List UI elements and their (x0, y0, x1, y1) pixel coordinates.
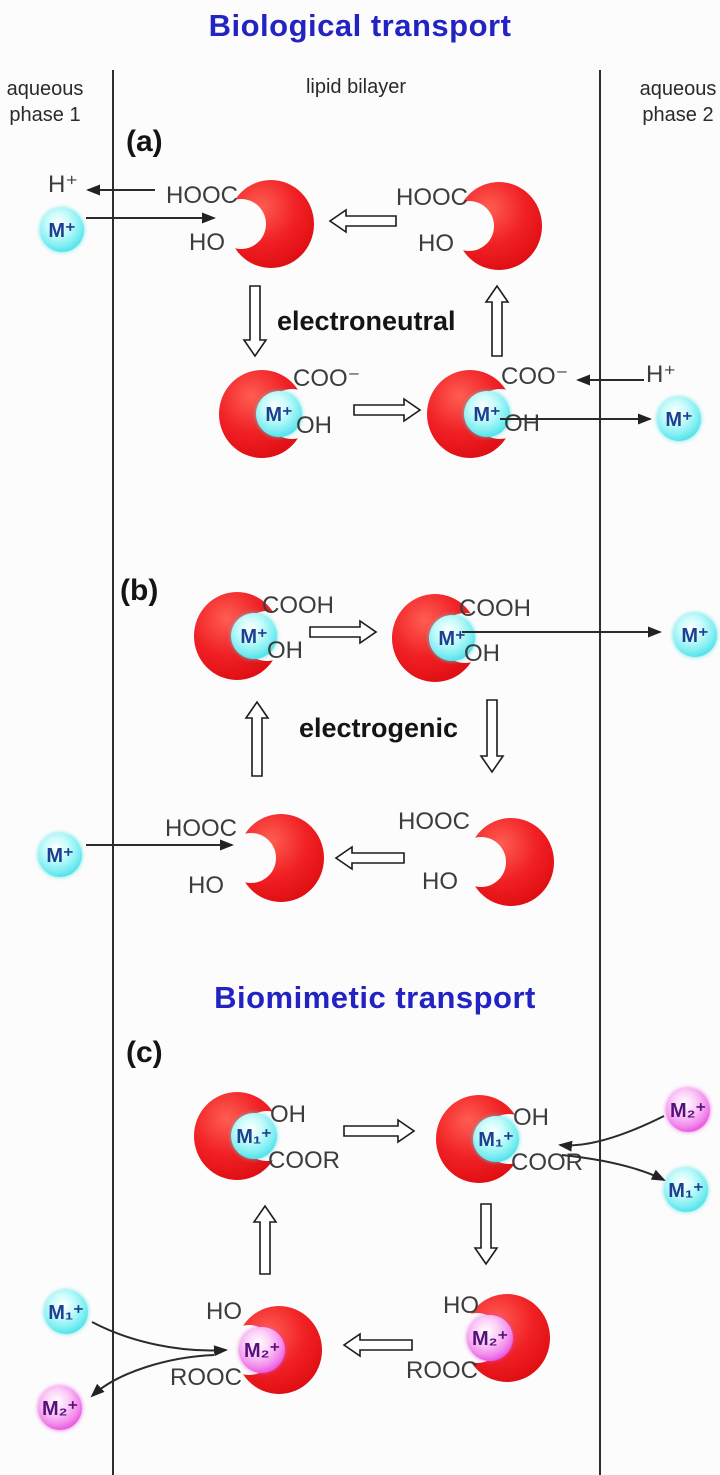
ion-m-in-complex-a-right: M⁺ (464, 391, 510, 437)
ion-m-in-complex-b-right: M⁺ (429, 615, 475, 661)
chem-group-ho-c1: HO (206, 1298, 242, 1325)
complex-c-bottom-left: M₂⁺ (224, 1306, 322, 1394)
membrane-line-right (599, 70, 601, 1475)
chem-group-coor-c1: COOR (268, 1147, 340, 1174)
biological-transport-title: Biological transport (208, 8, 512, 43)
chem-group-ho-c2: HO (443, 1292, 479, 1319)
chem-group-oh-b1: OH (267, 637, 303, 664)
ion-m1-in-complex-c-top-left: M₁⁺ (231, 1113, 277, 1159)
chem-group-cooh-b2: COOH (459, 595, 531, 622)
chem-group-cooh-b1: COOH (262, 592, 334, 619)
chem-group-oh-c1: OH (270, 1101, 306, 1128)
chem-group-ho-b2: HO (422, 868, 458, 895)
curved-arrow-m2-in-c (558, 1115, 665, 1152)
ion-m2-in-c: M₂⁺ (666, 1088, 710, 1132)
carrier-empty-b-right (456, 818, 554, 906)
block-arrow-right-c-top (343, 1118, 416, 1144)
chem-group-oh-c2: OH (513, 1104, 549, 1131)
chem-group-ho-a2: HO (418, 230, 454, 257)
chem-group-oh-a1: OH (296, 412, 332, 439)
aqueous-phase-1-line1: aqueous (6, 78, 84, 100)
chem-group-rooc-c1: ROOC (170, 1364, 242, 1391)
proton-in-label-a: H⁺ (646, 361, 676, 388)
ion-m-in-a: M⁺ (40, 208, 84, 252)
ion-m-out-b: M⁺ (673, 613, 717, 657)
aqueous-phase-2-line2: phase 2 (642, 104, 714, 126)
electrogenic-label: electrogenic (299, 713, 459, 743)
chem-group-coor-c2: COOR (511, 1149, 583, 1176)
chem-group-oh-b2: OH (464, 640, 500, 667)
block-arrow-down-b (479, 699, 505, 774)
block-arrow-down-a (242, 285, 268, 358)
ion-m2-in-complex-c-bottom-left: M₂⁺ (239, 1327, 285, 1373)
block-arrow-up-a (484, 284, 510, 357)
aqueous-phase-1-label: aqueous phase 1 (0, 76, 96, 128)
complex-b-right: M⁺ (392, 594, 490, 682)
electroneutral-label: electroneutral (277, 306, 456, 336)
carrier-empty-b-left (226, 814, 324, 902)
block-arrow-up-b (244, 700, 270, 777)
chem-group-hooc-a1: HOOC (166, 182, 238, 209)
proton-out-label-a: H⁺ (48, 171, 78, 198)
block-arrow-up-c (252, 1204, 278, 1275)
chem-group-rooc-c2: ROOC (406, 1357, 478, 1384)
complex-a-left: M⁺ (219, 370, 317, 458)
section-a-label: (a) (126, 125, 163, 158)
chem-group-coo-a2: COO⁻ (501, 363, 569, 390)
chem-group-coo-a1: COO⁻ (293, 365, 361, 392)
ion-m-out-a: M⁺ (657, 397, 701, 441)
block-arrow-left-c-bottom (342, 1332, 413, 1358)
complex-c-top-left: M₁⁺ (194, 1092, 292, 1180)
chem-group-oh-a2: OH (504, 410, 540, 437)
chem-group-hooc-b1: HOOC (165, 815, 237, 842)
aqueous-phase-2-line1: aqueous (639, 78, 717, 100)
chem-group-hooc-b2: HOOC (398, 808, 470, 835)
ion-m1-in-c: M₁⁺ (44, 1290, 88, 1334)
block-arrow-down-c (473, 1203, 499, 1266)
chem-group-ho-a1: HO (189, 229, 225, 256)
ion-m1-out-c: M₁⁺ (664, 1168, 708, 1212)
carrier-empty-a-right (444, 182, 542, 270)
section-c-label: (c) (126, 1036, 163, 1069)
block-arrow-left-b-bottom (334, 845, 405, 871)
ion-m-in-b: M⁺ (38, 833, 82, 877)
ion-m-in-complex-b-left: M⁺ (231, 613, 277, 659)
complex-a-right: M⁺ (427, 370, 525, 458)
aqueous-phase-1-line2: phase 1 (9, 104, 81, 126)
block-arrow-left-a-top (328, 208, 397, 234)
ion-m2-out-c: M₂⁺ (38, 1386, 82, 1430)
membrane-line-left (112, 70, 114, 1475)
chem-group-ho-b1: HO (188, 872, 224, 899)
biomimetic-transport-title: Biomimetic transport (214, 980, 536, 1015)
block-arrow-right-b-top (309, 619, 378, 645)
aqueous-phase-2-label: aqueous phase 2 (626, 76, 720, 128)
ion-m2-in-complex-c-bottom-right: M₂⁺ (467, 1315, 513, 1361)
complex-b-left: M⁺ (194, 592, 292, 680)
block-arrow-right-a-bottom (353, 397, 422, 423)
ion-m-in-complex-a-left: M⁺ (256, 391, 302, 437)
complex-c-top-right: M₁⁺ (436, 1095, 534, 1183)
section-b-label: (b) (120, 574, 159, 607)
complex-c-bottom-right: M₂⁺ (452, 1294, 550, 1382)
lipid-bilayer-label: lipid bilayer (305, 76, 407, 98)
chem-group-hooc-a2: HOOC (396, 184, 468, 211)
ion-m1-in-complex-c-top-right: M₁⁺ (473, 1116, 519, 1162)
carrier-empty-a-left (216, 180, 314, 268)
